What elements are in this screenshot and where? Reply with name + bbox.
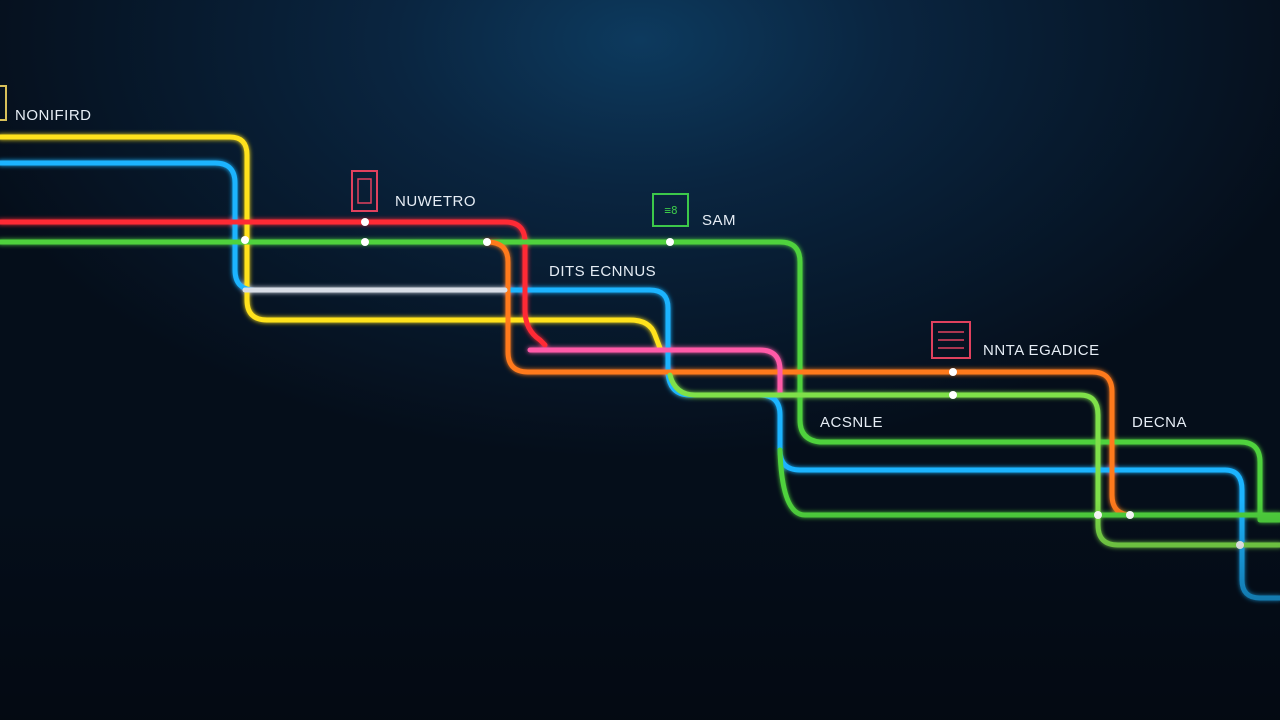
stop[interactable] <box>361 238 369 246</box>
stop[interactable] <box>666 238 674 246</box>
station-label: DECNA <box>1132 414 1187 431</box>
station-label: NNTA EGADICE <box>983 342 1100 359</box>
stop[interactable] <box>1126 511 1134 519</box>
sign-glyph: ≡8 <box>664 204 677 217</box>
sign-icon <box>931 321 971 359</box>
route-cyan <box>0 160 1280 601</box>
route-lime <box>667 372 1280 548</box>
sign-icon <box>351 170 378 212</box>
stop[interactable] <box>949 368 957 376</box>
route-green <box>0 239 1280 523</box>
routes <box>0 134 1280 601</box>
route-red <box>0 219 548 348</box>
route-pink <box>527 347 783 398</box>
sign-icon: ≡8 <box>652 193 689 227</box>
station-label: ACSNLE <box>820 414 883 431</box>
station-label: DITS ECNNUS <box>549 263 656 280</box>
stop[interactable] <box>949 391 957 399</box>
stop[interactable] <box>361 218 369 226</box>
station-label: NONIFIRD <box>15 107 92 124</box>
stop[interactable] <box>1236 541 1244 549</box>
stops <box>241 218 1244 549</box>
station-signs: ≡8 <box>0 85 971 359</box>
station-labels: NONIFIRD NUWETRO SAM DITS ECNNUS NNTA EG… <box>15 107 1187 431</box>
stop[interactable] <box>483 238 491 246</box>
route-green-lower <box>777 447 1280 518</box>
station-label: SAM <box>702 212 736 229</box>
route-orange <box>484 239 1280 518</box>
stop[interactable] <box>1094 511 1102 519</box>
stop[interactable] <box>241 236 249 244</box>
station-label: NUWETRO <box>395 193 476 210</box>
sign-icon <box>0 85 7 121</box>
route-yellow <box>0 134 663 351</box>
